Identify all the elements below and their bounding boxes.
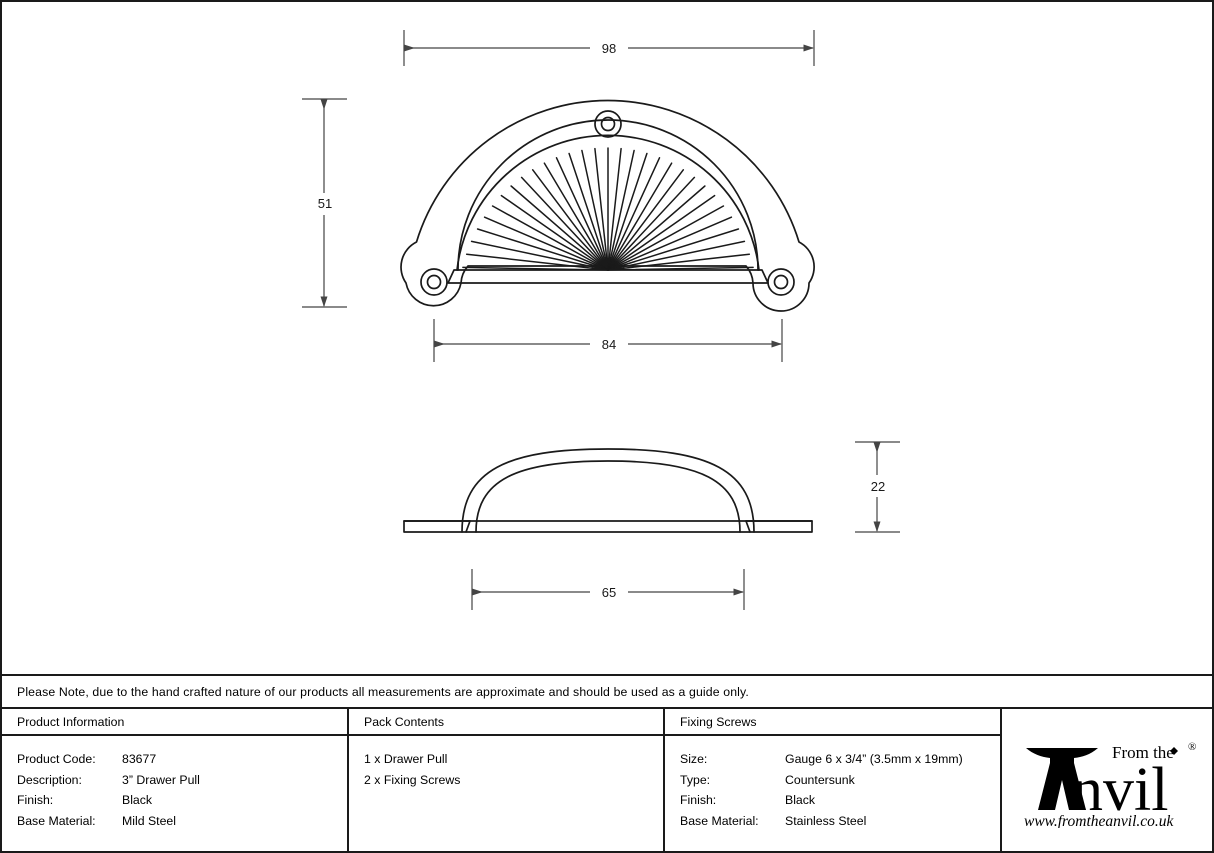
fan-rays [462,147,754,271]
dim-98-text-bg [590,38,628,58]
header-product-information: Product Information [2,709,347,736]
body-pack-contents: 1 x Drawer Pull 2 x Fixing Screws [349,736,663,851]
row-value: Stainless Steel [785,813,867,828]
side-arch-inner [475,460,741,533]
side-base-plate [403,520,813,533]
dim-84-text-bg [590,334,628,354]
diamond-icon [1170,747,1178,755]
registered-mark: ® [1188,741,1196,753]
row-value: 83677 [122,752,157,766]
list-item: 2 x Fixing Screws [364,772,461,787]
side-foot-right [745,520,751,533]
dimension-label-98: 98 [602,41,616,56]
dim-22-text-bg [862,475,894,497]
row-value: Black [785,793,816,807]
row-value: Countersunk [785,772,855,787]
technical-drawing-area: 98 51 84 [2,2,1212,676]
body-fixing-screws: Size: Gauge 6 x 3/4” (3.5mm x 19mm) Type… [665,736,1000,851]
note-strip: Please Note, due to the hand crafted nat… [2,674,1212,707]
table-row: Description: 3” Drawer Pull [17,770,347,791]
row-value: Mild Steel [122,813,176,828]
column-pack-contents: Pack Contents 1 x Drawer Pull 2 x Fixing… [349,709,665,851]
column-product-information: Product Information Product Code: 83677 … [2,709,349,851]
side-view [403,448,813,533]
dimension-label-22: 22 [871,479,885,494]
logo-url: www.fromtheanvil.co.uk [1024,813,1175,828]
header-pack-contents: Pack Contents [349,709,663,736]
row-key: Finish: [17,793,54,807]
logo-main-text: nvil [1072,756,1168,824]
header-fixing-screws: Fixing Screws [665,709,1000,736]
screw-hole-top [594,110,622,138]
from-the-anvil-logo: From the nvil ® www.fromtheanvil.co.uk [1024,741,1196,828]
brand-logo: From the nvil ® www.fromtheanvil.co.uk [1002,709,1212,851]
body-product-information: Product Code: 83677 Description: 3” Draw… [2,736,347,851]
pull-inner-rim [456,134,760,271]
table-row: Finish: Black [680,790,1000,811]
side-arch-outer [461,448,755,533]
dimension-label-65: 65 [602,585,616,600]
table-row: Finish: Black [17,790,347,811]
dim-65-text-bg [590,582,628,602]
table-row: Type: Countersunk [680,770,1000,791]
row-value: 3” Drawer Pull [122,772,200,787]
table-row: Size: Gauge 6 x 3/4” (3.5mm x 19mm) [680,749,1000,770]
row-key: Description: [17,772,82,787]
info-table: Product Information Product Code: 83677 … [2,707,1212,851]
dimension-label-51: 51 [318,196,332,211]
column-fixing-screws: Fixing Screws Size: Gauge 6 x 3/4” (3.5m… [665,709,1002,851]
column-logo: From the nvil ® www.fromtheanvil.co.uk [1002,709,1212,851]
pull-outer-outline [400,99,815,312]
dimension-label-84: 84 [602,337,616,352]
fan-outer-arc [457,119,759,271]
note-text: Please Note, due to the hand crafted nat… [17,684,749,699]
row-key: Product Code: [17,752,96,766]
side-foot-left [465,520,471,533]
row-key: Type: [680,772,711,787]
screw-hole-left [420,268,448,296]
logo-top-text: From the [1112,743,1174,762]
row-key: Size: [680,752,708,766]
table-row: Base Material: Stainless Steel [680,811,1000,832]
list-item: 1 x Drawer Pull [364,752,448,766]
front-view [400,99,815,312]
drawing-canvas: 98 51 84 [302,30,900,610]
row-key: Base Material: [680,813,759,828]
row-key: Finish: [680,793,717,807]
dim-51-text-bg [309,193,341,215]
bottom-rail [447,269,769,284]
row-key: Base Material: [17,813,96,828]
row-value: Black [122,793,153,807]
screw-hole-right [767,268,795,296]
anvil-icon [1026,748,1098,810]
row-value: Gauge 6 x 3/4” (3.5mm x 19mm) [785,752,963,766]
table-row: Product Code: 83677 [17,749,347,770]
table-row: Base Material: Mild Steel [17,811,347,832]
